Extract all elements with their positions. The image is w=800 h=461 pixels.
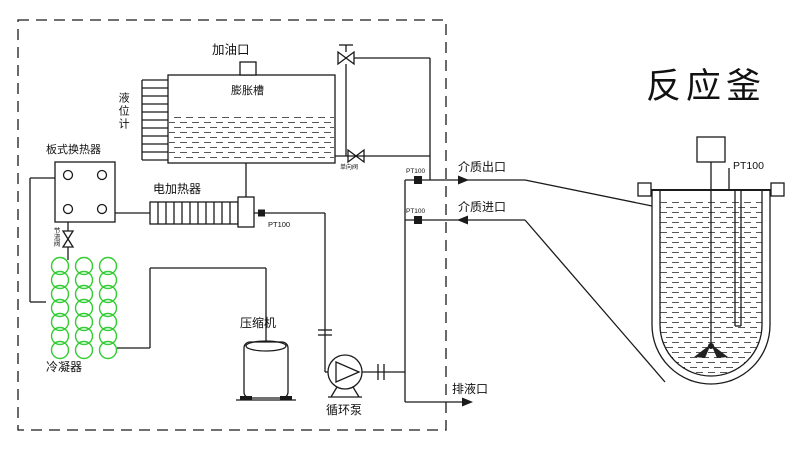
heater-temp-sensor [258, 209, 265, 217]
electric-heater-label: 电加热器 [153, 182, 202, 196]
reactor-inner-wall [659, 190, 763, 377]
reactor-pt100-label: PT100 [733, 160, 764, 172]
drain-flow-arrow [462, 397, 473, 407]
expansion-tank-label: 膨胀槽 [231, 85, 264, 97]
compressor [236, 340, 296, 401]
vent-valve [337, 44, 430, 156]
compressor-label: 压缩机 [240, 316, 277, 330]
throttle-valve-label: 节流阀 [52, 227, 60, 247]
agitator-motor [696, 136, 726, 163]
check-valve-symbol [347, 148, 358, 164]
throttle-valve [61, 222, 75, 260]
pipe-from-reactor-jacket-bottom [524, 219, 666, 383]
circulation-pump [324, 354, 405, 398]
circulation-pump-label: 循环泵 [326, 403, 363, 417]
medium-outlet-flow-arrow [458, 175, 469, 185]
unit-enclosure-dashed-border [17, 19, 447, 431]
reactor-vessel [637, 136, 785, 385]
condenser-coil [50, 256, 118, 360]
pipe-to-reactor-jacket-top [524, 179, 653, 207]
plate-heat-exchanger [29, 161, 150, 303]
medium-inlet-label: 介质进口 [458, 200, 507, 214]
medium-headers [404, 58, 666, 407]
medium-inlet-flow-arrow [457, 215, 468, 225]
oil-fill-port-label: 加油口 [212, 43, 250, 57]
refrigerant-lines [117, 267, 267, 349]
impeller-blade-left [694, 344, 711, 358]
pump-suction-line [318, 213, 332, 355]
impeller-blade-right [711, 344, 728, 358]
tank-outlet-line [335, 148, 430, 164]
drain-port-label: 排液口 [452, 382, 489, 396]
outlet-temp-sensor [414, 176, 422, 184]
check-valve-label: 单向阀 [340, 165, 359, 171]
reactor-outer-jacket [651, 190, 771, 385]
level-gauge-label: 液位计 [117, 92, 130, 131]
electric-heater [149, 163, 325, 228]
inlet-temp-sensor [414, 216, 422, 224]
heater-pt100-label: PT100 [268, 220, 291, 229]
expansion-tank [167, 61, 336, 164]
plate-heat-exchanger-label: 板式换热器 [46, 144, 101, 156]
oil-fill-neck [239, 61, 257, 76]
reactor-title: 反应釜 [646, 67, 767, 106]
level-gauge [141, 79, 168, 161]
inlet-pt100-label: PT100 [406, 208, 426, 215]
outlet-pt100-label: PT100 [406, 168, 426, 175]
condenser-label: 冷凝器 [46, 360, 83, 374]
medium-outlet-label: 介质出口 [458, 160, 507, 174]
